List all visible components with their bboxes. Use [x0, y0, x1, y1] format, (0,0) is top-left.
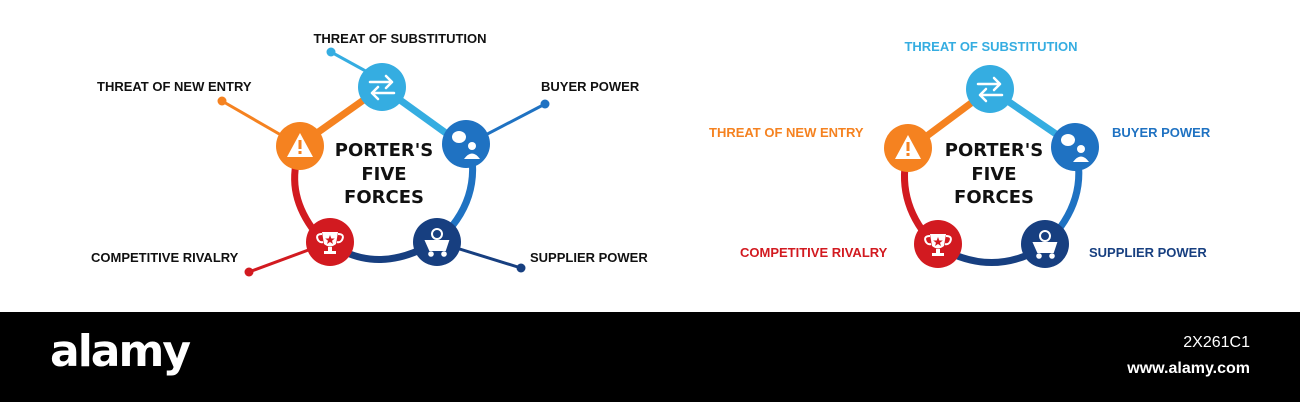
label-buyer: BUYER POWER [541, 79, 640, 94]
stock-footer-bar: alamy 2X261C1 www.alamy.com [0, 312, 1300, 402]
left-diagram: PORTER'S FIVE FORCES THREAT OF SUBSTITUT… [91, 31, 648, 277]
swap-arrows-icon [368, 74, 396, 101]
ring-arc-supplier [343, 246, 422, 264]
label-new-entry: THREAT OF NEW ENTRY [97, 79, 252, 94]
label-substitution: THREAT OF SUBSTITUTION [313, 31, 486, 46]
pointer-dot-substitution [326, 47, 336, 57]
center-title-line-1: PORTER'S [335, 140, 433, 161]
node-buyer-right [1051, 123, 1099, 171]
cart-gear-icon [1032, 230, 1058, 259]
warning-icon [895, 135, 921, 159]
trophy-icon [316, 232, 344, 254]
center-title-line-2: FIVE [361, 164, 406, 185]
label-supplier-right: SUPPLIER POWER [1089, 245, 1207, 260]
node-substitution [358, 63, 406, 111]
node-substitution-right [966, 65, 1014, 113]
image-id: 2X261C1 [1183, 334, 1250, 351]
alamy-logo: alamy [50, 326, 191, 377]
trophy-icon [924, 234, 952, 256]
label-supplier: SUPPLIER POWER [530, 250, 648, 265]
center-title-line-1-right: PORTER'S [945, 140, 1043, 161]
cart-gear-icon [424, 228, 450, 257]
warning-icon [287, 133, 313, 157]
swap-arrows-icon [976, 76, 1004, 103]
right-diagram: PORTER'S FIVE FORCES THREAT OF SUBSTITUT… [709, 39, 1211, 268]
people-chat-icon [1061, 134, 1089, 162]
node-buyer [442, 120, 490, 168]
pointer-dot-rivalry [244, 267, 254, 277]
ring-arc-supplier-right [946, 248, 1032, 266]
label-new-entry-right: THREAT OF NEW ENTRY [709, 125, 864, 140]
label-rivalry-right: COMPETITIVE RIVALRY [740, 245, 888, 260]
label-buyer-right: BUYER POWER [1112, 125, 1211, 140]
label-rivalry: COMPETITIVE RIVALRY [91, 250, 239, 265]
porters-five-forces-canvas: PORTER'S FIVE FORCES THREAT OF SUBSTITUT… [91, 31, 1211, 277]
pointer-dot-supplier [516, 263, 526, 273]
center-title-line-3-right: FORCES [954, 187, 1034, 208]
people-chat-icon [452, 131, 480, 159]
pointer-dot-new-entry [217, 96, 227, 106]
center-title-line-3: FORCES [344, 187, 424, 208]
label-substitution-right: THREAT OF SUBSTITUTION [904, 39, 1077, 54]
center-title-line-2-right: FIVE [971, 164, 1016, 185]
site-url: www.alamy.com [1127, 360, 1250, 377]
pointer-dot-buyer [540, 99, 550, 109]
